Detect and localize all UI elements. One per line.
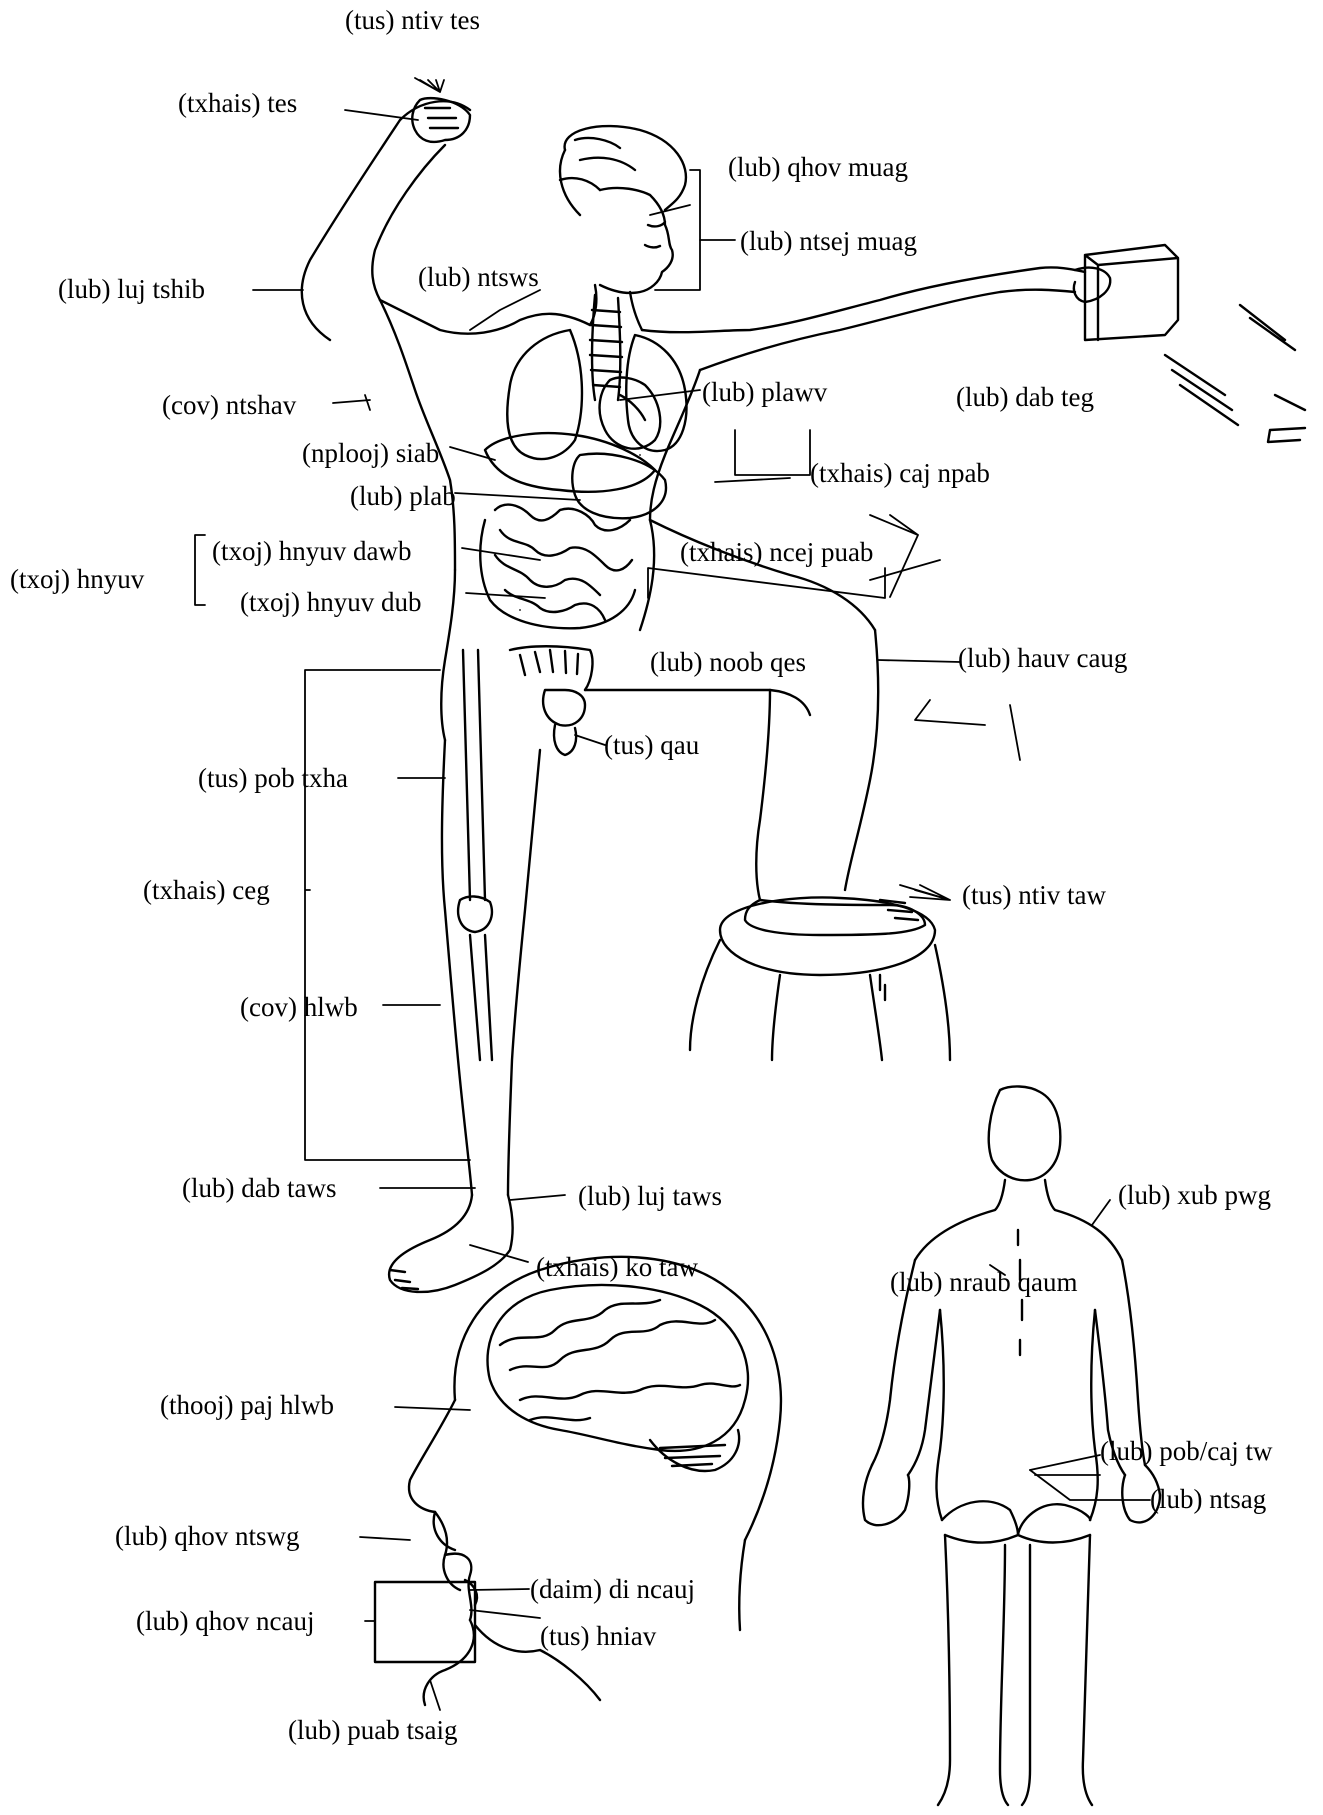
label-lub-luj-taws: (lub) luj taws	[578, 1181, 722, 1211]
label-tus-pob-txha: (tus) pob txha	[198, 763, 348, 793]
label-lub-dab-taws: (lub) dab taws	[182, 1173, 336, 1203]
label-lub-dab-teg: (lub) dab teg	[956, 382, 1094, 412]
label-txhais-tes: (txhais) tes	[178, 88, 297, 118]
label-lub-nraub-qaum: (lub) nraub qaum	[890, 1267, 1077, 1297]
label-lub-qhov-ntswg: (lub) qhov ntswg	[115, 1521, 300, 1551]
label-lub-hauv-caug: (lub) hauv caug	[958, 643, 1127, 673]
label-txoj-hnyuv-dawb: (txoj) hnyuv dawb	[212, 536, 411, 566]
label-txoj-hnyuv: (txoj) hnyuv	[10, 564, 144, 594]
label-lub-ntsag: (lub) ntsag	[1150, 1484, 1266, 1514]
label-lub-plab: (lub) plab	[350, 481, 456, 511]
label-lub-puab-tsaig: (lub) puab tsaig	[288, 1715, 457, 1745]
label-cov-ntshav: (cov) ntshav	[162, 390, 296, 420]
label-lub-ntsws: (lub) ntsws	[418, 262, 539, 292]
label-txhais-ncej-puab: (txhais) ncej puab	[680, 537, 873, 567]
label-txhais-ko-taw: (txhais) ko taw	[536, 1252, 698, 1282]
label-nplooj-siab: (nplooj) siab	[302, 438, 439, 468]
label-tus-ntiv-taw: (tus) ntiv taw	[962, 880, 1106, 910]
label-lub-qhov-ncauj: (lub) qhov ncauj	[136, 1606, 314, 1636]
label-daim-di-ncauj: (daim) di ncauj	[530, 1574, 695, 1604]
label-lub-pob-caj-tw: (lub) pob/caj tw	[1100, 1436, 1272, 1466]
label-lub-noob-qes: (lub) noob qes	[650, 647, 806, 677]
label-tus-ntiv-tes: (tus) ntiv tes	[345, 5, 480, 35]
label-txhais-caj-npab: (txhais) caj npab	[810, 458, 990, 488]
label-lub-qhov-muag: (lub) qhov muag	[728, 152, 908, 182]
label-thooj-paj-hlwb: (thooj) paj hlwb	[160, 1390, 334, 1420]
label-lub-plawv: (lub) plawv	[702, 377, 827, 407]
label-tus-hniav: (tus) hniav	[540, 1621, 656, 1651]
label-lub-luj-tshib: (lub) luj tshib	[58, 274, 205, 304]
label-cov-hlwb: (cov) hlwb	[240, 992, 358, 1022]
label-tus-qau: (tus) qau	[604, 730, 699, 760]
label-txhais-ceg: (txhais) ceg	[143, 875, 270, 905]
label-lub-ntsej-muag: (lub) ntsej muag	[740, 226, 917, 256]
label-lub-xub-pwg: (lub) xub pwg	[1118, 1180, 1271, 1210]
label-txoj-hnyuv-dub: (txoj) hnyuv dub	[240, 587, 422, 617]
